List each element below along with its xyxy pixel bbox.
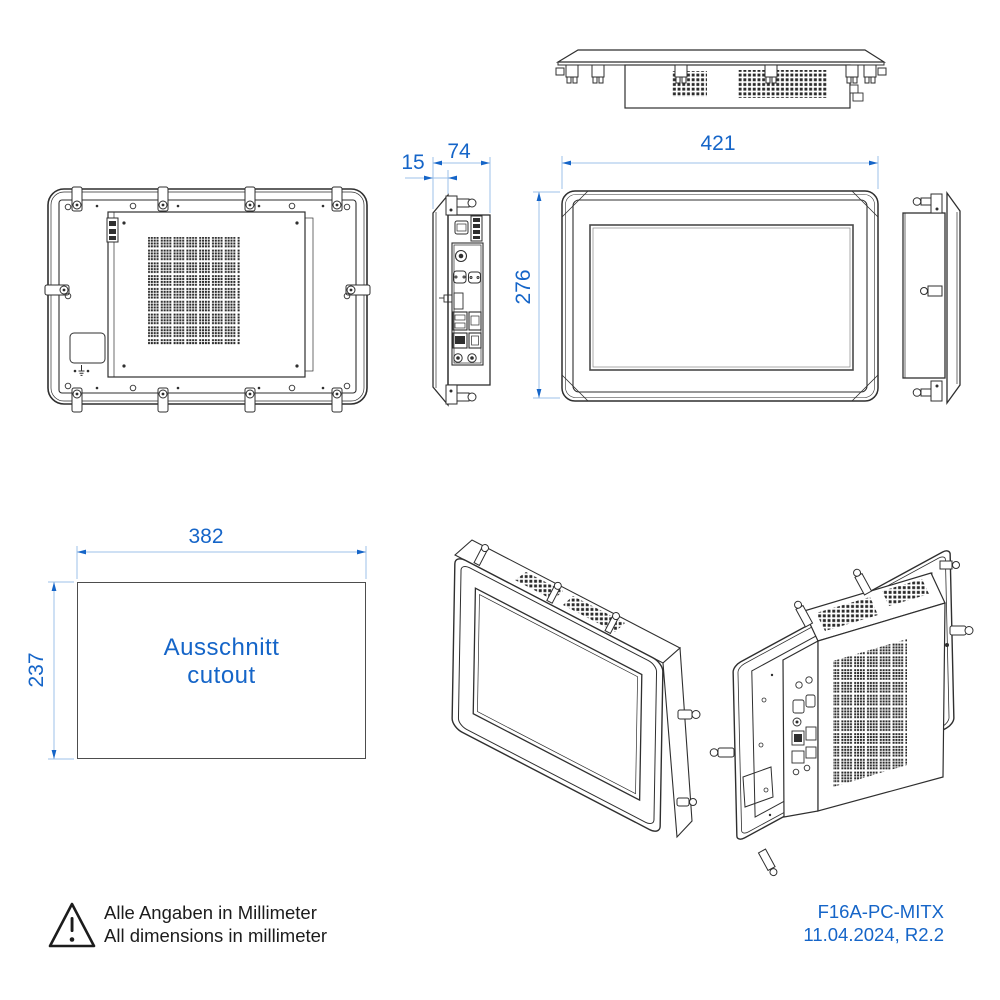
- side-bezel: [432, 193, 449, 407]
- label-plate: [742, 766, 774, 808]
- power-terminal-block: [470, 215, 483, 242]
- rear-access-panel: [69, 332, 106, 376]
- vent-grid-large: [738, 70, 827, 98]
- title-block: F16A-PC-MITX 11.04.2024, R2.2: [700, 901, 944, 946]
- panel-cutout-outline: [77, 582, 366, 759]
- mounting-clamps-side-view: [445, 195, 477, 405]
- side-body-box: [447, 214, 491, 386]
- date-revision: 11.04.2024, R2.2: [803, 923, 944, 945]
- dim-cutout-width: 382: [188, 525, 224, 548]
- rear-housing-frame: [47, 188, 368, 405]
- iso-front-side-face: [662, 646, 693, 839]
- cutout-label-en: cutout: [187, 662, 256, 689]
- units-note-de: Alle Angaben in Millimeter: [104, 902, 317, 923]
- vent-grid-rear: [148, 237, 240, 345]
- dim-depth-total: 74: [447, 140, 471, 163]
- iso-front-face: [452, 555, 663, 835]
- model-number: F16A-PC-MITX: [817, 901, 944, 922]
- antenna-connector: [439, 292, 464, 310]
- units-note-en: All dimensions in millimeter: [104, 924, 328, 946]
- dim-front-height: 276: [512, 269, 535, 305]
- dim-bezel-depth: 15: [401, 151, 425, 174]
- dimension-arrowheads: [51, 160, 878, 759]
- dim-front-width: 421: [700, 132, 736, 155]
- vent-grid-iso-rear-top-2: [882, 579, 929, 606]
- mounting-clamps-iso-rear: [709, 560, 974, 877]
- front-bezel: [561, 190, 879, 402]
- rear-connector: [849, 84, 864, 102]
- mounting-clamps-rear-view: [44, 186, 371, 413]
- hdmi-port: [454, 220, 469, 235]
- rear-screws: [64, 202, 351, 392]
- cutout-label-de: Ausschnitt: [163, 634, 280, 661]
- side-body-box-right: [902, 212, 946, 379]
- display-screen: [589, 224, 854, 371]
- ground-symbol: [73, 365, 90, 376]
- isometric-rear-view-drawing: [700, 515, 1000, 885]
- front-view-drawing: [561, 190, 879, 402]
- mounting-clamps-iso-front: [473, 544, 701, 807]
- rear-view-drawing: [44, 186, 371, 413]
- rear-pc-box: [106, 211, 314, 378]
- side-view-connectors-drawing: [432, 193, 491, 407]
- iso-rear-panel-details: [742, 673, 774, 817]
- power-button: [454, 249, 468, 263]
- dim-cutout-height: 237: [25, 652, 48, 688]
- lan-ports: [452, 332, 482, 349]
- mounting-clamps-top-view: [555, 64, 887, 84]
- iso-rear-pc-box: [782, 572, 946, 818]
- units-note: Alle Angaben in Millimeter All dimension…: [104, 902, 327, 947]
- com-ports: [453, 270, 481, 284]
- isometric-front-view-drawing: [430, 518, 720, 873]
- mounting-clamps-right-view: [912, 193, 943, 402]
- top-bezel-bar: [555, 49, 887, 66]
- vent-grid-iso-rear-top-1: [816, 597, 878, 631]
- side-bezel-right: [946, 190, 961, 406]
- side-view-right-drawing: [902, 190, 961, 406]
- audio-jacks: [453, 353, 477, 363]
- vent-grid-iso-rear: [833, 639, 907, 787]
- warning-triangle-icon: [48, 902, 96, 948]
- panel-cutout-label: Ausschnitt cutout: [77, 634, 366, 690]
- usb-ports: [452, 311, 482, 331]
- top-view-drawing: [555, 49, 887, 109]
- iso-rear-io-ports: [791, 676, 817, 776]
- extension-and-dimension-lines: [48, 156, 879, 760]
